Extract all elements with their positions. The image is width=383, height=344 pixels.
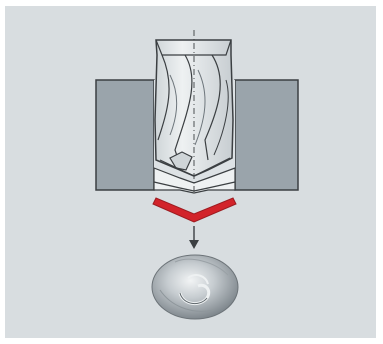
workpiece-left: [96, 80, 154, 190]
chip-shape: [153, 198, 236, 222]
workpiece-right: [235, 80, 298, 190]
down-arrow-icon: [189, 226, 199, 249]
cut-disc-icon: [152, 255, 238, 319]
